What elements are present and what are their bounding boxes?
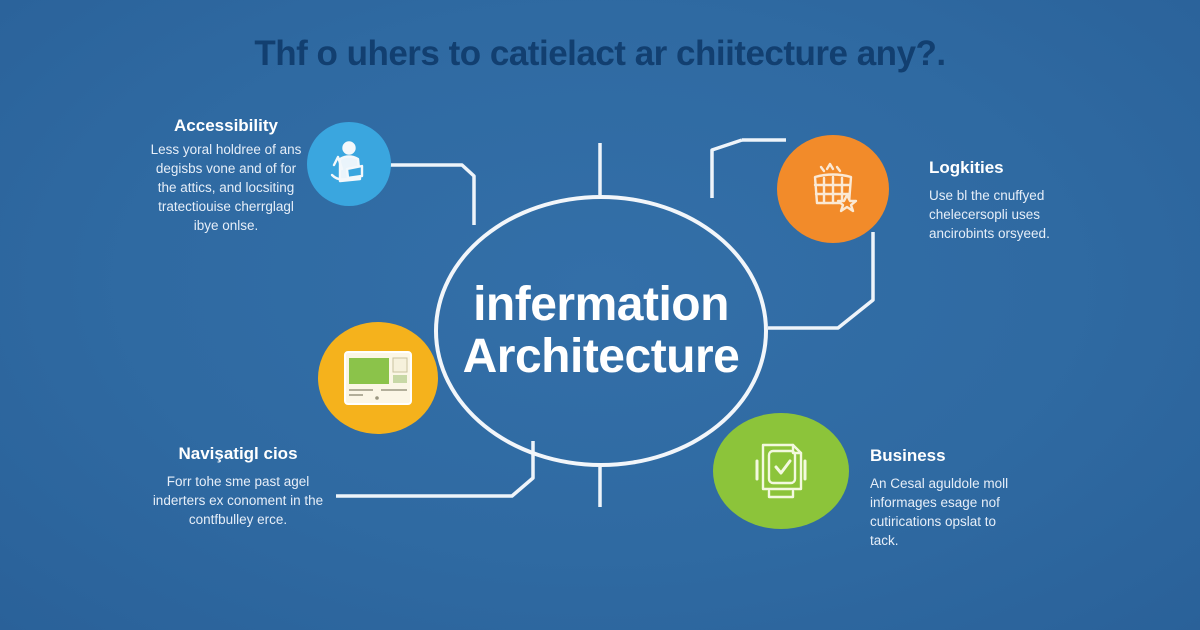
accessibility-icon-circle[interactable] [307, 122, 391, 206]
business-text: An Cesal aguldole moll informages esage … [870, 476, 1009, 548]
logkities-icon-circle[interactable] [777, 135, 889, 243]
center-topic: infermation Architecture [434, 195, 768, 467]
accessibility-text: Less yoral holdree of ans degisbs vone a… [150, 142, 302, 233]
page-title: Thf o uhers to catielact ar chiitecture … [254, 34, 946, 73]
business-block: Business An Cesal aguldole moll informag… [870, 446, 1018, 550]
navigation-text: Forr tohe sme past agel inderters ex con… [152, 474, 324, 527]
accessibility-heading: Accessibility [174, 116, 278, 135]
logkities-block: Logkities Use bl the cnuffyed chelecerso… [929, 158, 1069, 243]
center-topic-line1: infermation [473, 278, 729, 331]
calendar-star-icon [813, 162, 858, 213]
center-topic-line2: Architecture [462, 330, 740, 383]
person-with-tablet-icon [330, 141, 364, 183]
accessibility-block: Accessibility Less yoral holdree of ans … [150, 116, 302, 235]
business-heading: Business [870, 446, 946, 465]
logkities-heading: Logkities [929, 158, 1004, 177]
logkities-text: Use bl the cnuffyed chelecersopli uses a… [929, 188, 1050, 241]
navigation-block: Navişatigl cios Forr tohe sme past agel … [152, 444, 324, 529]
navigation-icon-circle[interactable] [318, 322, 438, 434]
navigation-heading: Navişatigl cios [178, 444, 298, 463]
business-icon-circle[interactable] [713, 413, 849, 529]
monitor-icon [344, 351, 412, 405]
document-check-icon [755, 443, 807, 499]
